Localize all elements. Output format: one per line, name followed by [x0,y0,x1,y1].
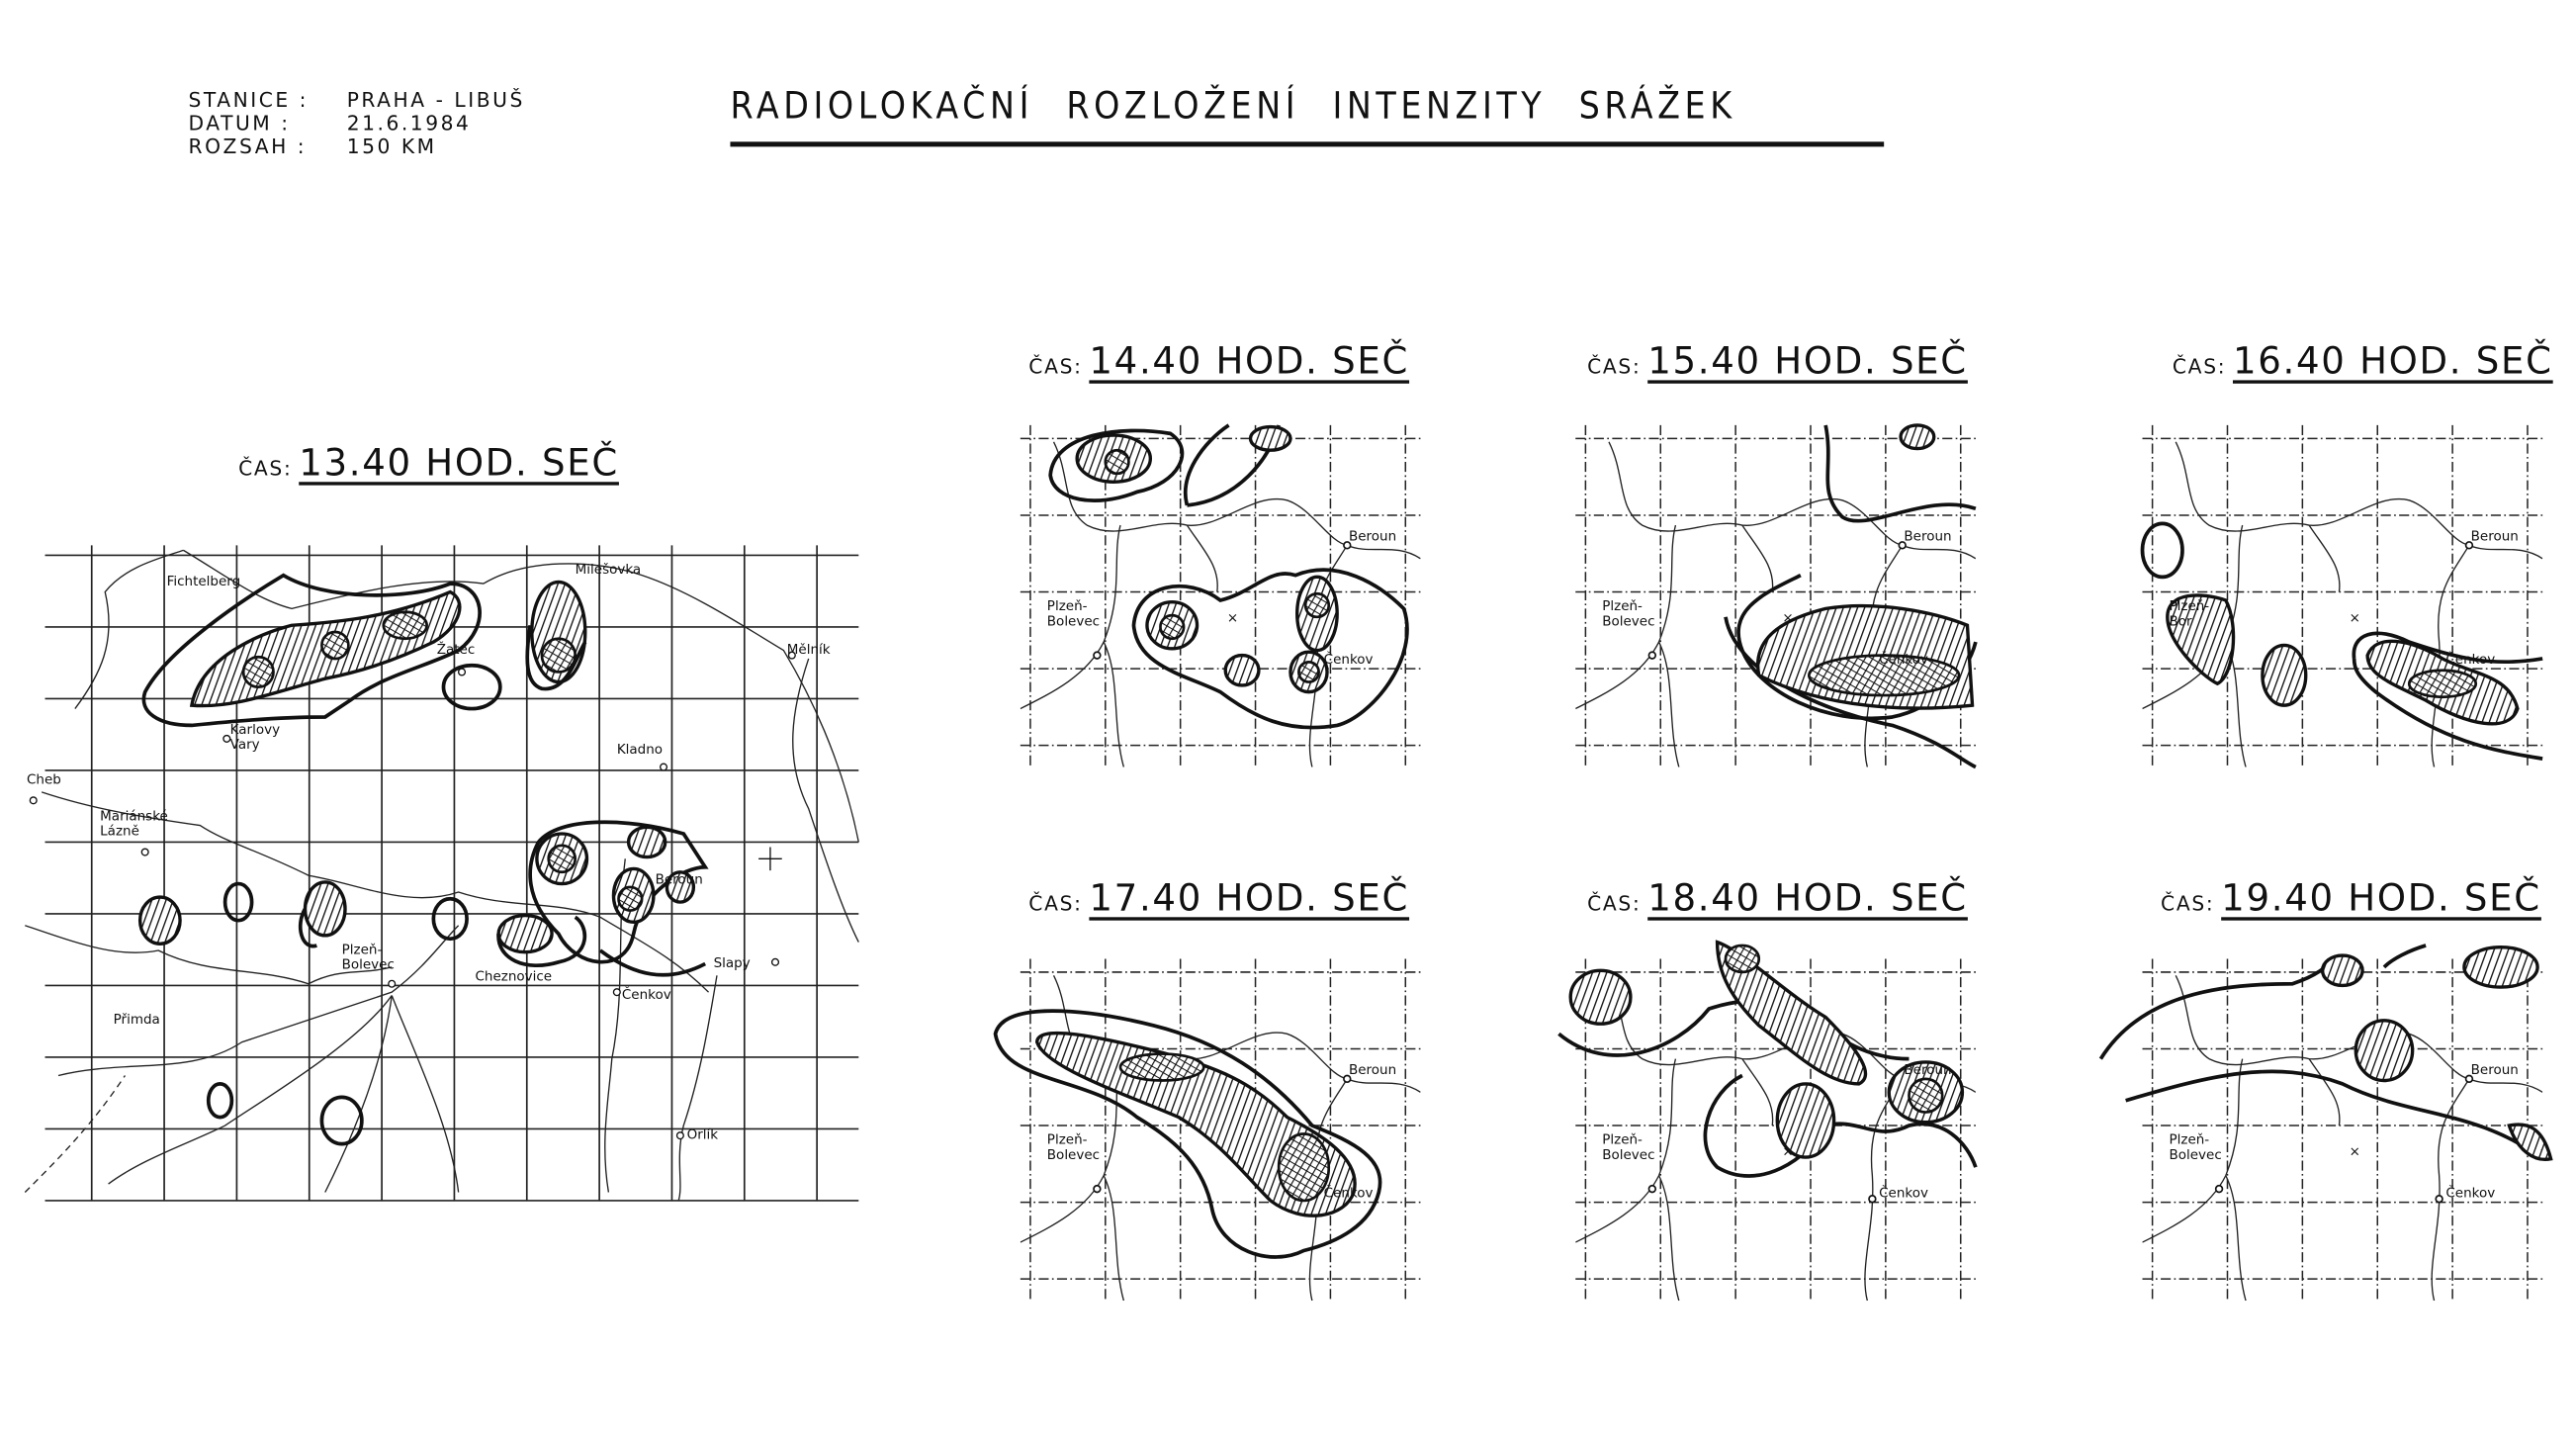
station-value: PRAHA - LIBUŠ [346,88,525,112]
place-cenkov: Čenkov [1323,1185,1374,1201]
place-cenkov: Čenkov [2445,652,2496,668]
panel-drawing [1575,423,1978,769]
time-label: ČAS: [1028,355,1083,379]
radar-panel-4: Beroun Plzeň-Bolevec Čenkov [1557,940,1978,1302]
radar-panel-3: Beroun Plzeň-Bolevec Čenkov [993,958,1421,1302]
time-label: ČAS: [1587,892,1642,916]
map-grid [2142,958,2543,1302]
place-beroun: Beroun [1348,528,1397,544]
place-cenkov: Čenkov [2445,1185,2496,1201]
place-fichtelberg: Fichtelberg [166,573,241,589]
time-value: 17.40 HOD. SEČ [1089,878,1410,921]
storm-cells [137,573,709,1146]
place-cheb: Cheb [26,771,61,787]
range-value: 150 KM [346,135,437,159]
storm-core [241,655,275,688]
main-map-drawing [24,545,859,1202]
storm-outline [528,820,709,964]
storm-core [540,637,577,674]
panel-time-2: ČAS:16.40 HOD. SEČ [2173,342,2553,384]
place-plzen: Plzeň-Bolevec [1602,1131,1655,1163]
place-kladno: Kladno [616,742,664,758]
place-cenkov: Čenkov [621,987,671,1003]
panel-time-1: ČAS:15.40 HOD. SEČ [1587,342,1968,384]
place-orlik: Orlík [686,1126,719,1142]
range-label: ROZSAH : [188,135,308,159]
storm-outline [441,663,502,711]
place-beroun: Beroun [1348,1061,1397,1078]
radar-panel-1: Beroun Plzeň-Bolevec Čenkov [1575,423,1978,769]
time-label: ČAS: [1028,892,1083,916]
station-label: STANICE : [188,88,310,112]
storm-cell-hatched [303,880,347,938]
time-value: 18.40 HOD. SEČ [1647,878,1968,921]
storm-cell-hatched [496,913,554,954]
storm-cells [2098,944,2553,1162]
panel-time-0: ČAS:14.40 HOD. SEČ [1028,342,1409,384]
storm-core [320,630,350,661]
radar-panel-2: Beroun Plzeň-Bor Čenkov [2140,424,2543,767]
panel-drawing [1020,423,1421,767]
place-milesovka: Milešovka [575,562,642,578]
panel-time-4: ČAS:18.40 HOD. SEČ [1587,879,1968,921]
storm-cells [2140,521,2543,761]
page-title: RADIOLOKAČNÍ ROZLOŽENÍ INTENZITY SRÁŽEK [730,86,1736,129]
storm-cells [1557,940,1978,1178]
storm-cells [1724,423,1978,769]
time-value: 16.40 HOD. SEČ [2232,341,2553,384]
rivers [24,549,859,1202]
place-melnik: Mělník [786,642,831,658]
panel-drawing [2098,944,2553,1302]
time-value: 13.40 HOD. SEČ [299,443,619,486]
place-beroun: Beroun [1904,528,1952,544]
storm-outline [141,573,482,728]
time-value: 14.40 HOD. SEČ [1089,341,1410,384]
radar-panel-5: Beroun Plzeň-Bolevec Čenkov [2098,944,2553,1302]
place-beroun: Beroun [2470,1061,2519,1078]
place-beroun: Beroun [1904,1061,1952,1078]
date-value: 21.6.1984 [346,111,472,135]
time-value: 19.40 HOD. SEČ [2221,878,2541,921]
map-grid [1575,424,1976,767]
place-cenkov: Čenkov [1879,652,1928,668]
panel-drawing [2140,424,2543,767]
place-plzen: Plzeň-Bolevec [1046,598,1101,629]
storm-cells [993,1009,1382,1259]
station-info: STANICE :PRAHA - LIBUŠ DATUM :21.6.1984 … [189,88,525,158]
time-label: ČAS: [2172,355,2227,379]
place-plzen: Plzeň-Bolevec [1046,1131,1101,1163]
place-cenkov: Čenkov [1879,1185,1928,1201]
place-beroun: Beroun [2470,528,2519,544]
place-markers [29,651,796,1140]
time-value: 15.40 HOD. SEČ [1647,341,1968,384]
main-radar-map: Fichtelberg Milešovka Žatec Mělník Karlo… [24,525,875,1209]
title-underline [730,141,1885,147]
place-cheznovice: Cheznovice [475,968,553,984]
storm-cells [1048,423,1409,730]
time-label: ČAS: [238,456,293,481]
place-plzen-bolevec: Plzeň-Bolevec [341,942,395,972]
time-label: ČAS: [1587,355,1642,379]
panel-time-5: ČAS:19.40 HOD. SEČ [2161,879,2541,921]
main-map-time: ČAS:13.40 HOD. SEČ [238,443,619,485]
panel-time-3: ČAS:17.40 HOD. SEČ [1028,879,1409,921]
place-cenkov: Čenkov [1323,652,1374,668]
place-beroun: Beroun [655,871,703,887]
date-label: DATUM : [188,111,291,135]
place-karlovy-vary: Karlovy Vary [229,722,281,753]
time-label: ČAS: [2161,892,2215,916]
radar-panel-0: Beroun Plzeň-Bolevec Čenkov [1020,423,1421,767]
place-plzen: Plzeň-Bor [2169,598,2210,629]
place-plzen: Plzeň-Bolevec [2169,1131,2222,1163]
map-grid [1020,424,1421,767]
storm-cell-hatched [137,895,182,946]
place-plzen: Plzeň-Bolevec [1602,598,1655,629]
panel-drawing [1557,940,1978,1302]
panel-drawing [993,958,1421,1302]
place-slapy: Slapy [713,955,751,971]
storm-core [382,610,428,641]
place-zatec: Žatec [436,642,476,658]
place-primda: Přimda [113,1012,160,1028]
place-marianske-lazne: Mariánské Lázně [100,808,168,840]
